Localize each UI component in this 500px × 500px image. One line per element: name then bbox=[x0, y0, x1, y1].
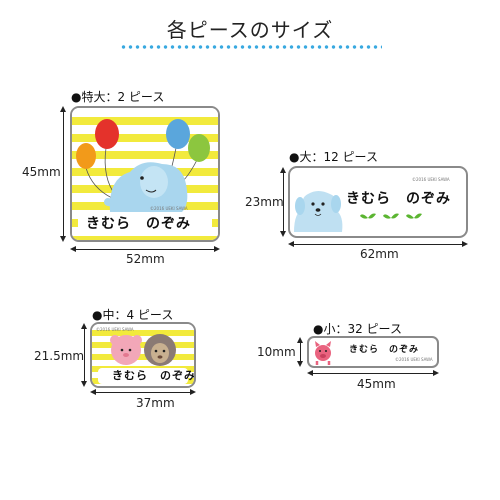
animals-illustration bbox=[110, 334, 176, 366]
arrow-down-icon bbox=[280, 231, 286, 237]
arrow-down-icon bbox=[60, 236, 66, 242]
sprout-icon bbox=[360, 213, 422, 226]
elephant-icon bbox=[104, 162, 188, 212]
piece-xl-card: きむら のぞみ ©2016 UEKI SAWA bbox=[70, 106, 220, 242]
page-title: 各ピースのサイズ bbox=[166, 18, 334, 42]
piece-s-height: 10mm bbox=[257, 345, 296, 359]
piece-xl-label: ●特大：2 ピース bbox=[71, 88, 164, 105]
copyright-text: ©2016 UEKI SAWA bbox=[96, 327, 134, 332]
arrow-left-icon bbox=[90, 389, 96, 395]
piece-s-card: きむら のぞみ ©2016 UEKI SAWA bbox=[307, 336, 439, 368]
piece-l-width: 62mm bbox=[360, 247, 399, 261]
piece-m-width: 37mm bbox=[136, 396, 175, 410]
arrow-up-icon bbox=[297, 337, 303, 343]
orange-balloon bbox=[76, 143, 96, 169]
arrow-up-icon bbox=[81, 323, 87, 329]
piece-s-label: ●小：32 ピース bbox=[313, 320, 402, 337]
pig-icon bbox=[315, 341, 331, 365]
sheep-icon bbox=[144, 334, 176, 366]
piece-m-card: きむら のぞみ ©2016 UEKI SAWA bbox=[90, 322, 196, 388]
arrow-right-icon bbox=[214, 246, 220, 252]
name-label: きむら のぞみ bbox=[98, 368, 194, 384]
piece-xl-height: 45mm bbox=[22, 165, 61, 179]
piece-m-label: ●中：4 ピース bbox=[92, 306, 173, 323]
arrow-up-icon bbox=[280, 167, 286, 173]
piece-l-height-line bbox=[283, 171, 284, 233]
name-label: きむら のぞみ bbox=[349, 344, 420, 356]
blue-balloon bbox=[166, 119, 190, 149]
arrow-down-icon bbox=[297, 361, 303, 367]
piece-s-width: 45mm bbox=[357, 377, 396, 391]
arrow-right-icon bbox=[462, 241, 468, 247]
piece-s-width-line bbox=[311, 373, 435, 374]
piece-xl-width-line bbox=[74, 249, 216, 250]
piece-m-width-line bbox=[94, 392, 192, 393]
piece-l-width-line bbox=[292, 244, 464, 245]
arrow-left-icon bbox=[70, 246, 76, 252]
piece-m-height: 21.5mm bbox=[34, 349, 85, 363]
name-label: きむら のぞみ bbox=[346, 190, 451, 208]
elephant-balloons-illustration bbox=[76, 119, 210, 212]
piece-l-card: きむら のぞみ ©2016 UEKI SAWA bbox=[288, 166, 468, 238]
dog-illustration bbox=[294, 191, 422, 232]
copyright-text: ©2016 UEKI SAWA bbox=[412, 177, 450, 182]
pink-animal-icon bbox=[110, 335, 142, 365]
arrow-left-icon bbox=[307, 370, 313, 376]
dog-icon bbox=[294, 191, 343, 232]
piece-m-height-line bbox=[84, 327, 85, 383]
piece-xl-width: 52mm bbox=[126, 252, 165, 266]
arrow-down-icon bbox=[81, 381, 87, 387]
piece-s-height-line bbox=[300, 341, 301, 363]
pig-illustration bbox=[315, 341, 331, 365]
piece-l-height: 23mm bbox=[245, 195, 284, 209]
piece-xl-label-text: ●特大：2 ピース bbox=[71, 90, 165, 104]
piece-xl-height-line bbox=[63, 110, 64, 238]
copyright-text: ©2016 UEKI SAWA bbox=[150, 206, 188, 211]
green-balloon bbox=[188, 134, 210, 162]
red-balloon bbox=[95, 119, 119, 149]
arrow-right-icon bbox=[433, 370, 439, 376]
dotted-divider bbox=[120, 45, 382, 49]
arrow-up-icon bbox=[60, 106, 66, 112]
piece-l-label: ●大：12 ピース bbox=[289, 148, 378, 165]
piece-s-label-text: ●小：32 ピース bbox=[313, 322, 402, 336]
arrow-left-icon bbox=[288, 241, 294, 247]
copyright-text: ©2016 UEKI SAWA bbox=[395, 357, 433, 362]
piece-l-label-text: ●大：12 ピース bbox=[289, 150, 378, 164]
name-label: きむら のぞみ bbox=[78, 212, 212, 236]
arrow-right-icon bbox=[190, 389, 196, 395]
piece-m-label-text: ●中：4 ピース bbox=[92, 308, 174, 322]
